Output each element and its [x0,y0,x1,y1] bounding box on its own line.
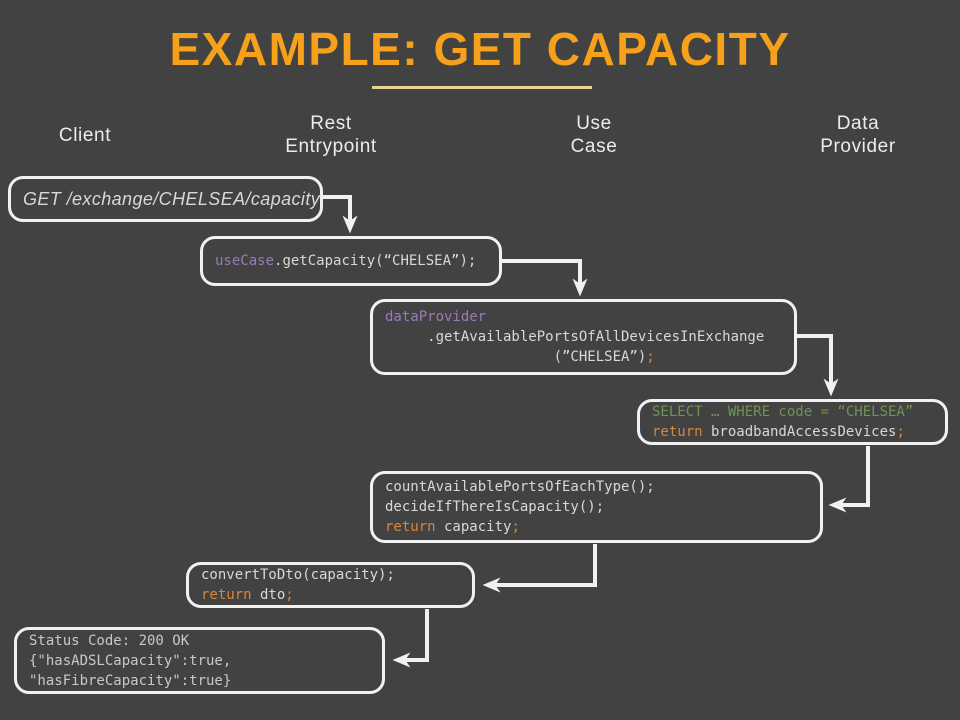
rest-entrypoint-call-box: useCase.getCapacity(“CHELSEA”); [200,236,502,286]
data-provider-query-code: SELECT … WHERE code = “CHELSEA”return br… [652,404,914,440]
use-case-call-code: dataProvider .getAvailablePortsOfAllDevi… [385,309,765,365]
client-request-code: GET /exchange/CHELSEA/capacity [23,189,321,209]
column-header-data-provider: Data Provider [820,113,896,157]
client-response-box: Status Code: 200 OK{"hasADSLCapacity":tr… [14,627,385,694]
arrow-usecase-to-dataprovider [797,334,839,397]
arrow-usecase-to-rest [482,544,597,593]
column-header-use-case: Use Case [570,113,618,157]
rest-convert-dto-code: convertToDto(capacity);return dto; [201,567,395,603]
client-response-code: Status Code: 200 OK{"hasADSLCapacity":tr… [29,632,232,689]
use-case-call-box: dataProvider .getAvailablePortsOfAllDevi… [370,299,797,375]
arrow-rest-to-usecase [502,259,588,297]
use-case-logic-code: countAvailablePortsOfEachType();decideIf… [385,479,655,535]
column-header-client: Client [58,124,112,146]
use-case-logic-box: countAvailablePortsOfEachType();decideIf… [370,471,823,543]
arrow-client-to-rest [323,195,358,234]
slide-title: EXAMPLE: GET CAPACITY [169,23,791,75]
client-request-box: GET /exchange/CHELSEA/capacity [8,176,323,222]
data-provider-query-box: SELECT … WHERE code = “CHELSEA”return br… [637,399,948,445]
column-header-rest-entrypoint: Rest Entrypoint [285,113,377,157]
arrow-rest-to-client [392,609,429,668]
arrow-dataprovider-to-usecase [828,446,870,513]
title-underline [372,86,592,89]
rest-convert-dto-box: convertToDto(capacity);return dto; [186,562,475,608]
rest-entrypoint-call-code: useCase.getCapacity(“CHELSEA”); [215,253,477,269]
